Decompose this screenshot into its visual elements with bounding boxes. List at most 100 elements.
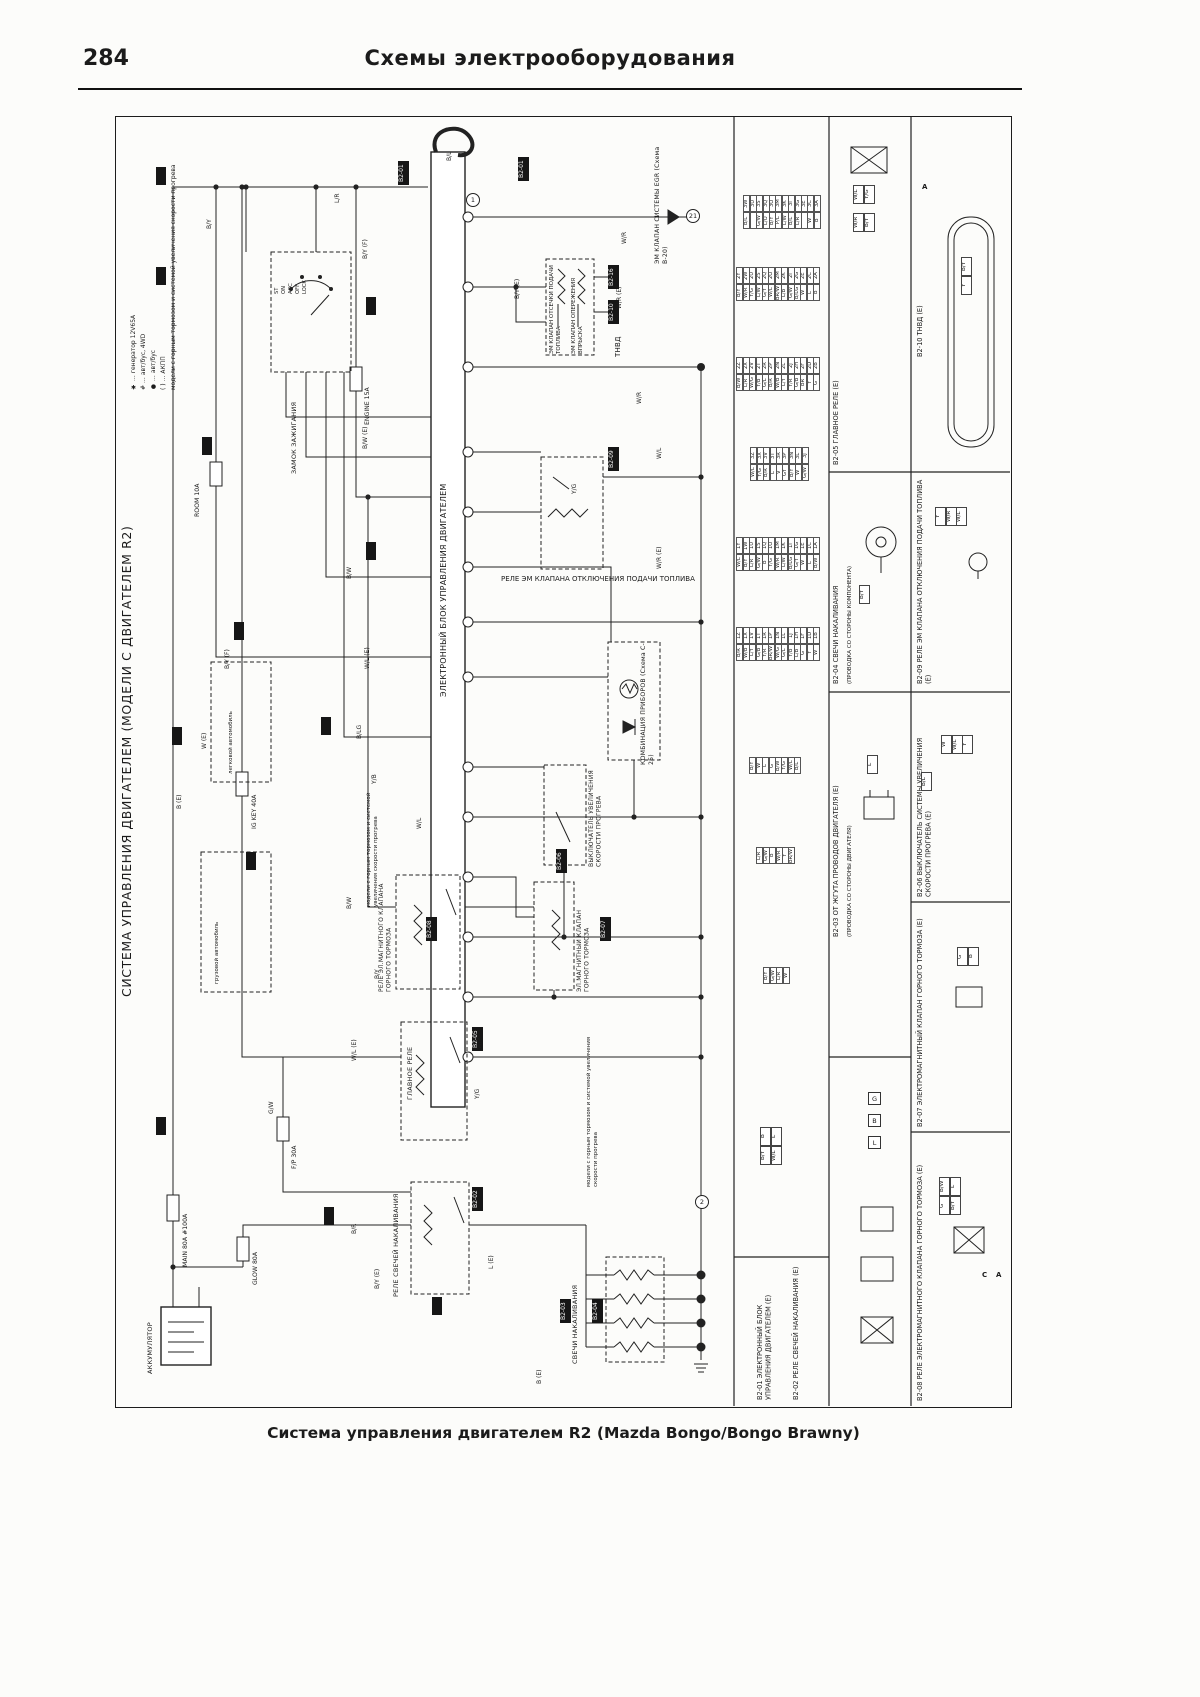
ignition-position-label: ACC: [288, 283, 294, 294]
pin-color-cell: B/Y: [961, 257, 973, 276]
panel-label-b206: B2-06 ВЫКЛЮЧАТЕЛЬ СИСТЕМЫ УВЕЛИЧЕНИЯ СКО…: [916, 737, 933, 897]
wire-color-label: Y/G: [474, 1088, 481, 1099]
pin-color-cell: L: [770, 1127, 782, 1146]
wire-color-label: B/W: [346, 896, 353, 909]
advance-valve-label: ЭМ КЛАПАН ОПЕРЕЖЕНИЯ ВПРЫСКА: [571, 277, 584, 354]
connector-tag: [202, 437, 212, 455]
junction-number-circle: 2: [695, 1195, 709, 1209]
pin-marker-letter: A: [922, 183, 928, 191]
pin-color-cell: Y/G: [863, 185, 875, 204]
fuse-label-glow: GLOW 80A: [252, 1251, 259, 1285]
wire-color-label: B (E): [176, 794, 183, 810]
connector-tag-b204: B2-04: [592, 1299, 603, 1323]
wire-color-label: L (E): [488, 1255, 495, 1269]
harness-cable: [432, 126, 475, 158]
pin-number-cell: 1A: [813, 537, 821, 554]
wiring-lines: [160, 117, 1010, 1406]
figure-caption: Система управления двигателем R2 (Mazda …: [267, 1424, 860, 1442]
pin-color-cell: B/Y: [760, 1146, 772, 1165]
pin-color-cell: B/L: [794, 757, 802, 774]
battery-label: АККУМУЛЯТОР: [146, 1322, 154, 1374]
pin-color-cell: Y: [935, 507, 947, 526]
wire-color-label: W/L (E): [364, 647, 371, 669]
panel-label-b203: B2-03 ОТ ЖГУТА ПРОВОДОВ ДВИГАТЕЛЯ (E): [832, 785, 840, 937]
connector-tag: [156, 1117, 166, 1135]
pin-color-cell: G: [957, 947, 969, 966]
panel-label-b210: B2-10 ТНВД (E): [916, 305, 924, 357]
wire-color-label: B/Y: [206, 219, 213, 229]
fuse-label-room: ROOM 10A: [194, 483, 201, 517]
glow-plugs-label: СВЕЧИ НАКАЛИВАНИЯ: [571, 1284, 579, 1364]
connector-tag: [432, 1297, 442, 1315]
connector-tag-b201: B2-01: [518, 157, 529, 181]
battery-symbol: [160, 1306, 212, 1366]
wire-color-label: B/W: [346, 566, 353, 579]
main-relay-label: ГЛАВНОЕ РЕЛЕ: [406, 1046, 414, 1100]
pin-color-cell: B/Y: [859, 585, 871, 604]
panel-label-b208: B2-08 РЕЛЕ ЭЛЕКТРОМАГНИТНОГО КЛАПАНА ГОР…: [916, 1164, 924, 1401]
terminal-letter-cell: G: [868, 1092, 881, 1105]
pin-number-cell: 3J: [801, 447, 809, 464]
pin-color-cell: B: [813, 212, 821, 229]
wire-color-label: W/L: [656, 447, 663, 459]
fuse-label-main: MAIN 80A #100A: [182, 1213, 189, 1267]
connector-pin-grid: B/L: [921, 772, 933, 791]
wire-color-label: W/R (E): [616, 286, 623, 309]
instrument-cluster-label: КОМБИНАЦИЯ ПРИБОРОВ (Схема C-25): [640, 643, 655, 765]
pin-number-cell: 2A: [813, 267, 821, 284]
connector-tag-b202: B2-02: [472, 1187, 483, 1211]
connector-tag: [366, 542, 376, 560]
panel-note-b203: (ПРОВОДКА СО СТОРОНЫ ДВИГАТЕЛЯ): [847, 825, 853, 937]
junction-number-circle: 1: [466, 193, 480, 207]
fuse-label-igkey: IG KEY 40A: [251, 794, 258, 829]
panel-label-b207: B2-07 ЭЛЕКТРОМАГНИТНЫЙ КЛАПАН ГОРНОГО ТО…: [916, 918, 924, 1127]
legend-line: # … авт/бус, 4WD: [140, 333, 148, 390]
wire-color-label: W/R (E): [656, 546, 663, 569]
pin-number-cell: 3A: [813, 195, 821, 212]
wire-color-label: Y/G: [571, 483, 578, 494]
connector-tag: [321, 717, 331, 735]
connector-tag: [156, 167, 166, 185]
wire-color-label: B/W (E): [362, 426, 369, 449]
fuel-cut-valve-label: ЭМ КЛАПАН ОТСЕЧКИ ПОДАЧИ ТОПЛИВА: [549, 265, 562, 354]
connector-pin-grid: B/Y: [859, 585, 871, 604]
wire-color-label: B (E): [536, 1369, 543, 1385]
ignition-position-label: OFF: [295, 283, 301, 294]
page-title: Схемы электрооборудования: [364, 46, 736, 70]
wire-color-label: W/R: [476, 1036, 483, 1049]
pin-marker-letter: A: [996, 1271, 1002, 1279]
pin-color-cell: G: [939, 1196, 951, 1215]
pin-number-cell: 2B: [813, 357, 821, 374]
connector-tag-b208: B2-08: [426, 917, 437, 941]
pin-color-cell: L: [867, 755, 879, 774]
ignition-position-label: ON: [281, 286, 287, 294]
connector-tag-b207: B2-07: [600, 917, 611, 941]
pin-color-cell: W: [782, 967, 790, 984]
junction-number-circle: 21: [686, 209, 700, 223]
pin-color-cell: W/L: [951, 735, 963, 754]
connector-tag: [366, 297, 376, 315]
brake-valve-label: ЭЛ.МАГНИТНЫЙ КЛАПАН ГОРНОГО ТОРМОЗА: [576, 909, 591, 992]
connector-tag-b206: B2-06: [556, 849, 567, 873]
connector-tag: [246, 852, 256, 870]
glow-relay-label: РЕЛЕ СВЕЧЕЙ НАКАЛИВАНИЯ: [392, 1193, 400, 1297]
pin-color-cell: L: [949, 1177, 961, 1196]
panel-label-b209: B2-09 РЕЛЕ ЭМ КЛАПАНА ОТКЛЮЧЕНИЯ ПОДАЧИ …: [916, 479, 933, 684]
terminal-letter-cell: B: [868, 1114, 881, 1127]
pin-color-cell: W/L: [955, 507, 967, 526]
pin-color-cell: G: [813, 374, 821, 391]
